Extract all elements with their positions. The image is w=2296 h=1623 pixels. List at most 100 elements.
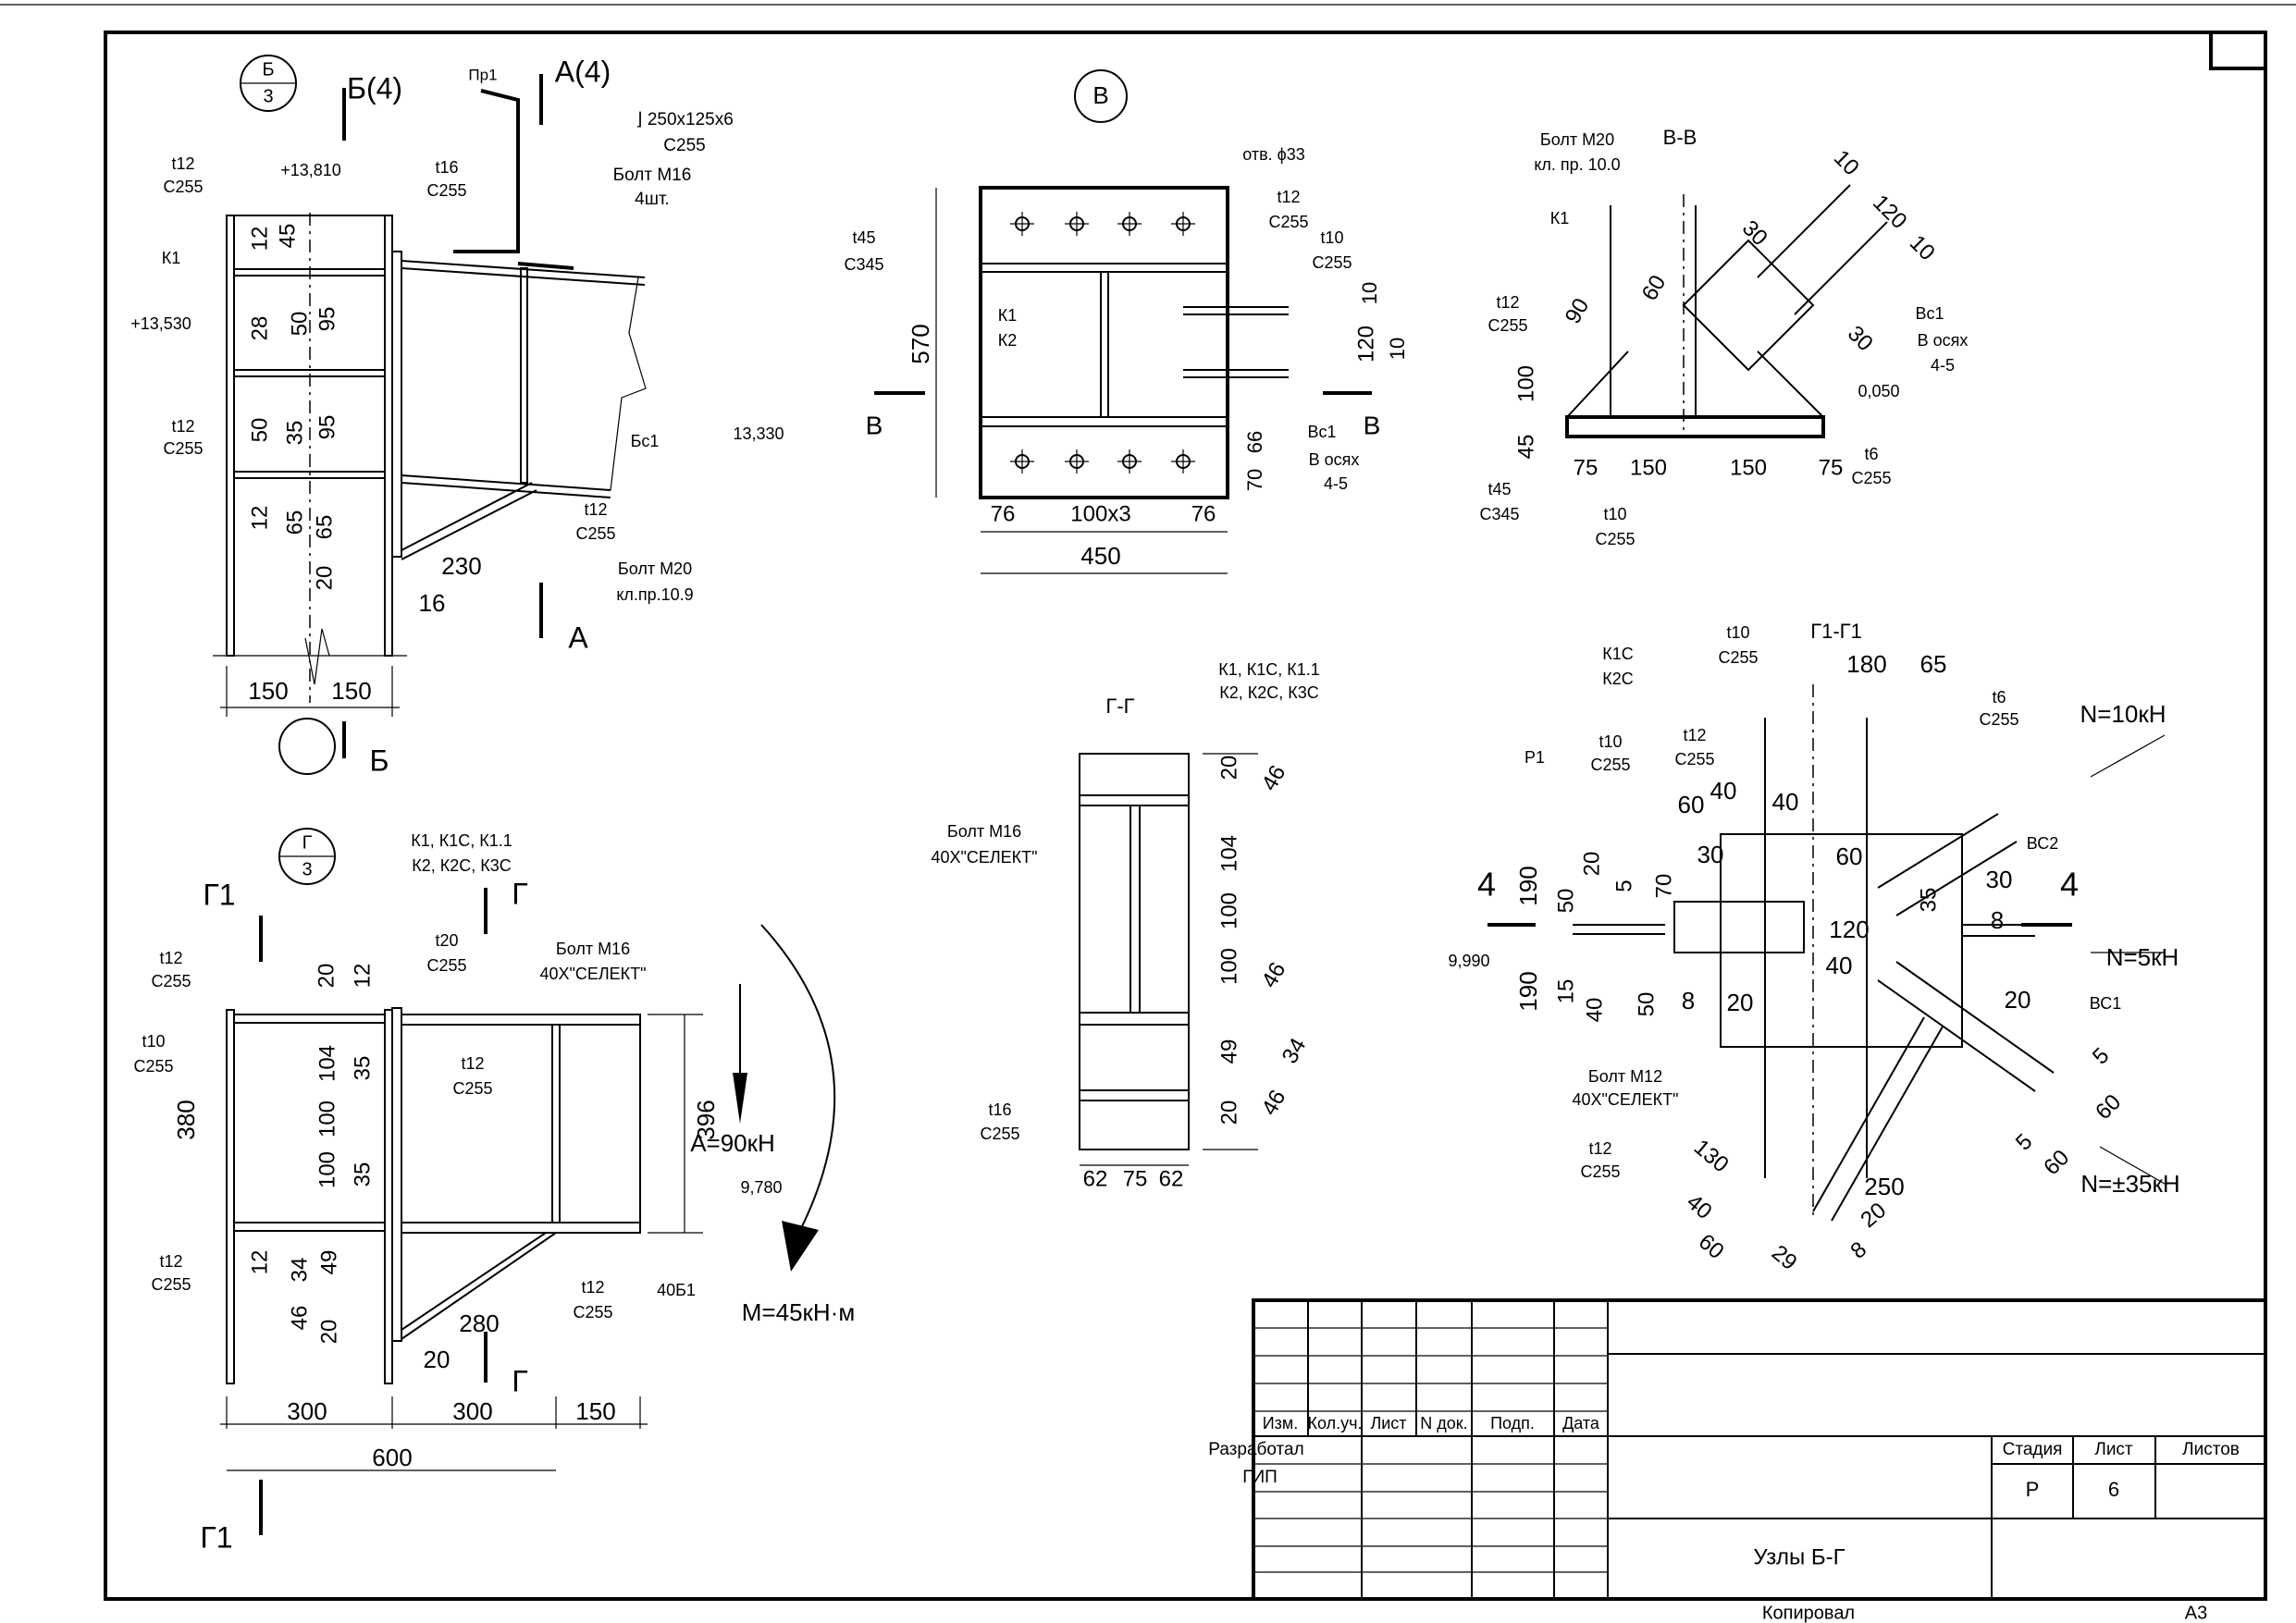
view-b-label: С255 (575, 524, 615, 543)
view-vv-label: 75 (1819, 455, 1844, 480)
stage-label: Стадия (2003, 1440, 2063, 1459)
view-v-label: С255 (1268, 213, 1308, 231)
view-g-label: t20 (435, 931, 458, 950)
view-g1-label: 20 (2005, 986, 2031, 1014)
view-g1-label: 40 (1710, 777, 1737, 805)
view-gg-label: Г-Г (1105, 695, 1134, 718)
view-b-label: 50 (247, 418, 272, 443)
view-b-label: 150 (331, 677, 371, 705)
view-g1-label: 40Х"СЕЛЕКТ" (1572, 1090, 1678, 1109)
view-g1-label: 60 (2039, 1145, 2074, 1180)
view-g1-label: 30 (1697, 841, 1724, 868)
view-b-label: +13,810 (280, 161, 341, 179)
view-vv-label: 150 (1630, 455, 1667, 480)
view-vv-label: 75 (1574, 455, 1599, 480)
view-marker-v-letter: В (1092, 81, 1108, 109)
view-vv-label: 60 (1637, 271, 1672, 305)
view-g1-label: t10 (1599, 732, 1622, 751)
view-b-label: 20 (312, 566, 337, 591)
view-b-label: А (568, 621, 588, 654)
view-g-label: С255 (151, 1275, 191, 1294)
view-gg-label: Болт М16 (947, 822, 1021, 841)
view-vv-label: 4-5 (1931, 356, 1955, 375)
view-g1-label: 40 (1582, 998, 1607, 1023)
view-v-geometry (874, 69, 1372, 574)
view-vv-label: 150 (1730, 455, 1767, 480)
view-vv-label: В-В (1663, 126, 1697, 149)
title-block-header: Дата (1562, 1414, 1600, 1432)
view-vv-label: В осях (1918, 331, 1969, 350)
view-gg-label: 34 (1278, 1034, 1312, 1068)
view-g-label: С255 (573, 1303, 612, 1322)
view-vv-label: 45 (1513, 435, 1538, 460)
view-g1-label: 30 (1986, 866, 2013, 893)
view-gg-label: 40Х"СЕЛЕКТ" (931, 848, 1037, 867)
view-g-label: 40Х"СЕЛЕКТ" (539, 965, 646, 983)
view-b-label: С255 (163, 178, 203, 196)
view-g-label: Г (512, 877, 527, 910)
view-g-label: А=90кН (690, 1129, 775, 1157)
view-b-label: 35 (282, 421, 307, 446)
view-gg-label: К2, К2С, К3С (1219, 683, 1319, 702)
view-g-label: Болт М16 (556, 940, 630, 958)
view-vv-label: t12 (1496, 293, 1519, 312)
view-v-label: 70 (1243, 469, 1266, 491)
view-v-label: Вс1 (1307, 423, 1336, 441)
sheet-label: Лист (2094, 1440, 2133, 1459)
view-v-label: t45 (852, 228, 875, 247)
view-g-label: С255 (426, 956, 466, 975)
view-vv-label: 90 (1561, 294, 1595, 328)
view-b-label: 150 (248, 677, 288, 705)
title-block-header: Изм. (1263, 1414, 1299, 1432)
view-g1-label: 20 (1856, 1198, 1891, 1233)
view-v-label: 120 (1353, 326, 1378, 363)
view-v-label: К2 (998, 331, 1018, 350)
view-v-label: С255 (1312, 253, 1352, 272)
view-g1-label: 60 (1678, 791, 1705, 818)
view-g-label: 396 (692, 1100, 720, 1139)
view-g-label: С255 (151, 972, 191, 990)
view-g-label: 600 (372, 1444, 412, 1471)
view-b-label: 230 (441, 552, 481, 580)
view-vv-label: Болт М20 (1540, 130, 1614, 149)
view-g1-label: Р1 (1524, 748, 1545, 767)
view-g1-label: 5 (2088, 1043, 2115, 1070)
view-v-label: 76 (991, 501, 1016, 526)
view-b-label: 12 (247, 227, 272, 252)
view-g1-label: Г1-Г1 (1810, 620, 1862, 643)
view-v-label: В (866, 411, 883, 439)
view-v-label: 100х3 (1070, 501, 1130, 526)
title-block-role-chief-engineer: ГИП (1242, 1468, 1278, 1487)
title-block-header: N док. (1420, 1414, 1467, 1432)
view-gg-label: 46 (1257, 1086, 1291, 1120)
view-g1-label: t12 (1588, 1139, 1611, 1158)
view-g-label: 35 (350, 1056, 375, 1081)
view-b-label: 13,330 (733, 424, 784, 443)
view-g1-label: С255 (1674, 750, 1714, 768)
title-block (1252, 1298, 2267, 1601)
title-block-header: Подп. (1490, 1414, 1535, 1432)
view-g-label: Г1 (203, 878, 235, 911)
view-v-label: В осях (1309, 450, 1360, 469)
view-g1-label: 29 (1767, 1240, 1802, 1275)
view-vv-label: С255 (1487, 316, 1527, 335)
view-vv-label: С345 (1479, 505, 1519, 523)
view-g1-label: 50 (1634, 992, 1659, 1017)
view-b-label: ⌋ 250x125x6 (636, 110, 734, 129)
view-v-label: 76 (1191, 501, 1216, 526)
view-vv-label: t6 (1864, 445, 1878, 463)
view-g1-label: t12 (1683, 726, 1706, 744)
view-marker-g-letter: Г (302, 832, 313, 853)
flange-plate (979, 186, 1229, 499)
view-b-label: 65 (312, 515, 337, 540)
view-b-label: С255 (163, 439, 203, 458)
view-g-label: 20 (314, 964, 339, 989)
view-g1-label: 40 (1772, 788, 1799, 816)
copied-by-label: Копировал (1762, 1603, 1855, 1623)
view-g1-label: 190 (1514, 971, 1542, 1011)
view-g1-label: 120 (1829, 916, 1869, 943)
view-b-geometry (213, 55, 647, 775)
view-gg-label: 100 (1216, 948, 1241, 985)
view-b-label: К1 (162, 249, 181, 267)
